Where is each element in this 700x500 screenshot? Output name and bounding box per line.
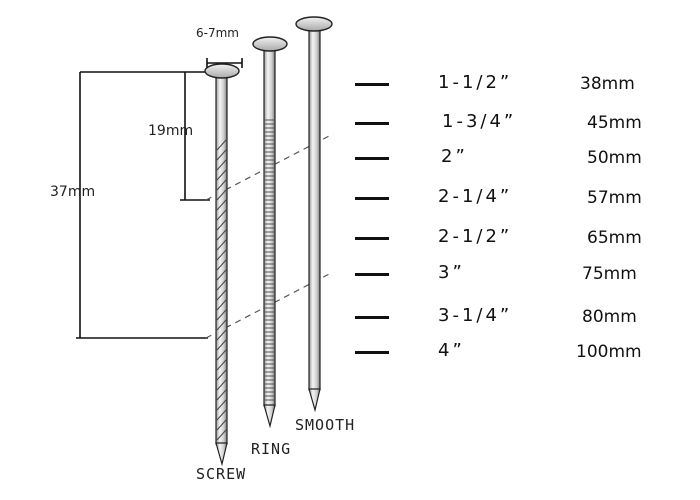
total-length-bracket (76, 71, 218, 339)
screw-thread (216, 139, 227, 441)
size-dash (355, 273, 389, 276)
size-dash (355, 316, 389, 319)
size-inch: 3-1/4” (438, 305, 513, 326)
smooth-label: SMOOTH (295, 416, 356, 434)
head-width-marker (206, 58, 243, 68)
size-dash (355, 157, 389, 160)
size-row: 2” 50mm (350, 146, 670, 170)
size-inch: 3” (438, 262, 465, 283)
size-inch: 4” (438, 340, 465, 361)
size-inch: 1-3/4” (442, 111, 517, 132)
ring-nail (252, 36, 288, 429)
size-inch: 2-1/4” (438, 186, 513, 207)
total-length-label: 37mm (50, 184, 96, 200)
thread-length-bracket (180, 72, 210, 201)
size-row: 3-1/4” 80mm (350, 305, 670, 329)
size-row: 1-3/4” 45mm (350, 111, 670, 135)
size-mm: 50mm (587, 148, 642, 168)
ring-grooves (265, 119, 274, 401)
screw-label: SCREW (196, 465, 247, 483)
screw-nail (204, 63, 240, 467)
smooth-nail (295, 16, 333, 413)
size-mm: 75mm (582, 264, 637, 284)
size-mm: 100mm (576, 342, 642, 362)
size-row: 4” 100mm (350, 340, 670, 364)
size-row: 1-1/2” 38mm (350, 72, 670, 96)
head-width-label: 6-7mm (196, 26, 239, 40)
size-inch: 2-1/2” (438, 226, 513, 247)
size-mm: 45mm (587, 113, 642, 133)
size-dash (355, 83, 389, 86)
ring-label: RING (251, 440, 292, 458)
size-row: 2-1/4” 57mm (350, 186, 670, 210)
size-inch: 1-1/2” (438, 72, 513, 93)
size-mm: 80mm (582, 307, 637, 327)
thread-length-label: 19mm (148, 123, 194, 139)
size-inch: 2” (441, 146, 468, 167)
size-mm: 65mm (587, 228, 642, 248)
size-dash (355, 122, 389, 125)
size-row: 2-1/2” 65mm (350, 226, 670, 250)
size-mm: 57mm (587, 188, 642, 208)
size-dash (355, 351, 389, 354)
size-mm: 38mm (580, 74, 635, 94)
size-dash (355, 237, 389, 240)
size-row: 3” 75mm (350, 262, 670, 286)
size-dash (355, 197, 389, 200)
